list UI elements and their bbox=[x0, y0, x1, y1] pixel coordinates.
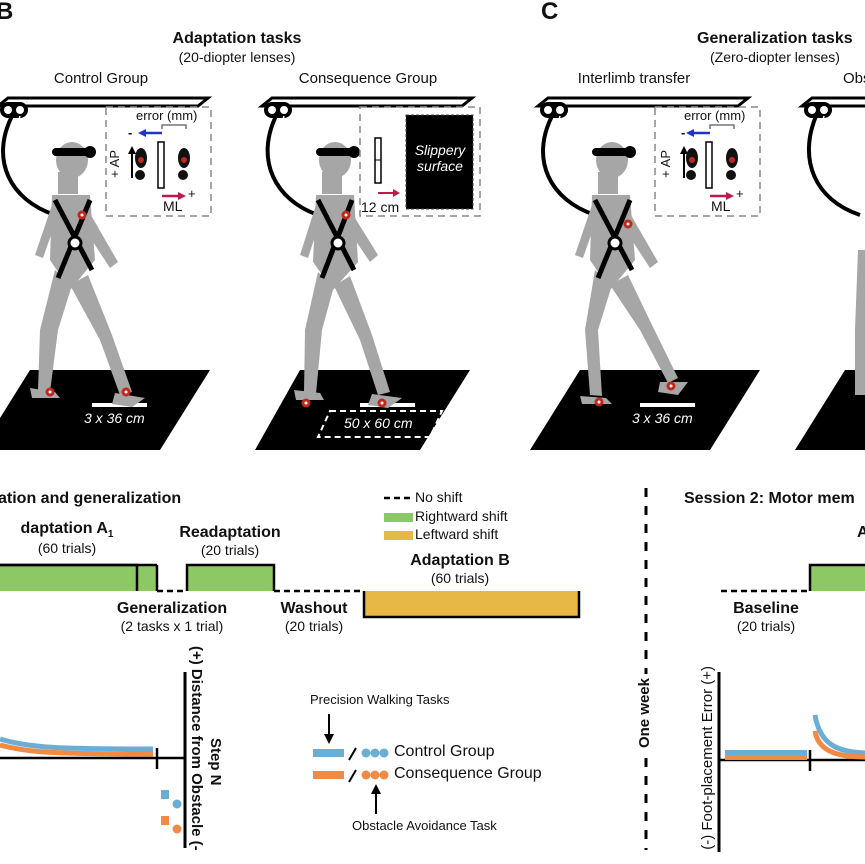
phase-adaptation-a1-title: daptation A1 bbox=[20, 520, 114, 541]
phase-adaptation-b-trials: (60 trials) bbox=[430, 570, 490, 586]
legend-control-group-label: Control Group bbox=[394, 743, 495, 760]
control-ap-label: + AP bbox=[107, 150, 122, 178]
adaptation-tasks-subtitle: (20-diopter lenses) bbox=[178, 49, 296, 65]
interlimb-minus-sign: - bbox=[681, 125, 686, 140]
legend-leftward-label: Leftward shift bbox=[415, 526, 499, 542]
phase-generalization: Generalization (2 tasks x 1 trial) bbox=[117, 600, 227, 634]
interlimb-mat-size-label: 3 x 36 cm bbox=[632, 410, 693, 426]
control-baseline-bar bbox=[725, 750, 807, 755]
adaptation-b-block bbox=[364, 591, 579, 617]
control-group-curve-session2 bbox=[812, 714, 865, 756]
adaptation-a1-block bbox=[0, 565, 157, 591]
right-plot-axis-label: (-) Foot-placement Error (+) bbox=[699, 666, 716, 850]
consequence-mat bbox=[255, 370, 470, 450]
obstacle-walker-figure bbox=[855, 250, 865, 395]
interlimb-harness bbox=[536, 96, 750, 217]
phase-adaptation-b-title: Adaptation B bbox=[410, 552, 510, 569]
consequence-red-markers bbox=[301, 210, 387, 408]
control-plus-sign: + bbox=[188, 186, 196, 201]
generalization-tasks-subtitle: (Zero-diopter lenses) bbox=[710, 49, 840, 65]
session2-adaptation-block bbox=[810, 565, 865, 591]
legend-consequence-line-swatch bbox=[313, 771, 344, 779]
consequence-inset bbox=[359, 106, 481, 217]
one-week-label: One week bbox=[636, 674, 653, 753]
legend-consequence-group-label: Consequence Group bbox=[394, 765, 542, 782]
consequence-mat-size-label: 50 x 60 cm bbox=[344, 415, 413, 431]
interlimb-ap-label: + AP bbox=[658, 150, 673, 178]
consequence-group-curve-session1 bbox=[0, 742, 154, 757]
interlimb-plus-sign: + bbox=[736, 186, 744, 201]
panel-letter-b: B bbox=[0, 0, 14, 25]
control-error-inset bbox=[105, 106, 212, 217]
legend-control-line-swatch bbox=[313, 749, 344, 757]
slippery-surface-line2: surface bbox=[417, 158, 463, 174]
phase-baseline-trials: (20 trials) bbox=[736, 618, 796, 634]
phase-baseline-title: Baseline bbox=[733, 600, 799, 617]
interlimb-red-markers bbox=[594, 219, 676, 407]
control-group-label: Control Group bbox=[53, 70, 149, 87]
control-group-curve-session1 bbox=[0, 736, 154, 752]
obstacle-harness bbox=[800, 96, 865, 217]
slippery-surface-line1: Slippery bbox=[414, 142, 466, 158]
phase-session2-adaptation-title: A bbox=[857, 524, 865, 541]
legend-rightward-swatch bbox=[384, 513, 413, 522]
phase-adaptation-a1-trials: (60 trials) bbox=[37, 540, 97, 557]
session1-title: ation and generalization bbox=[0, 490, 182, 507]
consequence-precision-marker bbox=[161, 816, 169, 825]
session2-title: Session 2: Motor mem bbox=[684, 490, 855, 507]
panel-letter-c: C bbox=[541, 0, 559, 25]
interlimb-error-label: error (mm) bbox=[684, 108, 746, 123]
adaptation-tasks-title: Adaptation tasks bbox=[172, 30, 302, 47]
control-obstacle-marker bbox=[172, 799, 182, 809]
phase-readaptation-title: Readaptation bbox=[179, 524, 281, 541]
obstacle-mat bbox=[795, 370, 865, 450]
control-mat-size-label: 3 x 36 cm bbox=[84, 410, 145, 426]
phase-generalization-title: Generalization bbox=[116, 600, 228, 617]
interlimb-harness-straps bbox=[592, 146, 636, 279]
control-error-label: error (mm) bbox=[136, 108, 198, 123]
phase-readaptation-trials: (20 trials) bbox=[200, 542, 260, 558]
control-red-markers bbox=[45, 210, 131, 397]
phase-adaptation-a1: daptation A1 (60 trials) bbox=[0, 520, 142, 556]
slippery-surface-label: Slippery surface bbox=[414, 142, 466, 174]
interlimb-transfer-label: Interlimb transfer bbox=[577, 70, 691, 87]
interlimb-error-inset bbox=[654, 106, 761, 217]
interlimb-ml-label: ML bbox=[711, 198, 731, 214]
interlimb-mat bbox=[530, 370, 760, 450]
phase-readaptation: Readaptation (20 trials) bbox=[179, 524, 280, 558]
consequence-walker-figure bbox=[294, 142, 402, 408]
legend-rightward-label: Rightward shift bbox=[415, 508, 508, 524]
consequence-baseline-bar bbox=[725, 755, 807, 760]
illustration-canvas bbox=[0, 96, 865, 450]
control-minus-sign: - bbox=[128, 125, 133, 140]
consequence-harness bbox=[260, 96, 474, 217]
consequence-group-curve-session2 bbox=[812, 730, 865, 760]
precision-walking-label: Precision Walking Tasks bbox=[310, 692, 450, 707]
legend-no-shift-label: No shift bbox=[415, 489, 463, 505]
phase-washout-trials: (20 trials) bbox=[284, 618, 344, 634]
left-plot-axis-label: (+) Distance from Obstacle (- bbox=[188, 646, 205, 851]
readaptation-block bbox=[187, 565, 274, 591]
control-harness bbox=[0, 96, 210, 217]
consequence-group-label: Consequence Group bbox=[298, 70, 438, 87]
obstacle-group-label: Obs bbox=[843, 70, 865, 87]
phase-adaptation-b: Adaptation B (60 trials) bbox=[410, 552, 510, 586]
interlimb-walker-figure bbox=[575, 142, 688, 404]
obstacle-avoidance-label: Obstacle Avoidance Task bbox=[352, 818, 497, 833]
consequence-obstacle-marker bbox=[172, 824, 182, 834]
phase-baseline: Baseline (20 trials) bbox=[733, 600, 799, 634]
control-ml-label: ML bbox=[163, 198, 183, 214]
phase-washout: Washout (20 trials) bbox=[281, 600, 348, 634]
legend-leftward-swatch bbox=[384, 531, 413, 540]
control-walker-figure bbox=[30, 142, 145, 407]
phase-washout-title: Washout bbox=[280, 600, 348, 617]
step-n-label: Step N bbox=[207, 738, 224, 786]
generalization-tasks-title: Generalization tasks bbox=[697, 30, 853, 47]
control-precision-marker bbox=[161, 790, 169, 799]
distance-12cm-label: 12 cm bbox=[361, 199, 400, 215]
phase-generalization-trials: (2 tasks x 1 trial) bbox=[120, 618, 224, 634]
